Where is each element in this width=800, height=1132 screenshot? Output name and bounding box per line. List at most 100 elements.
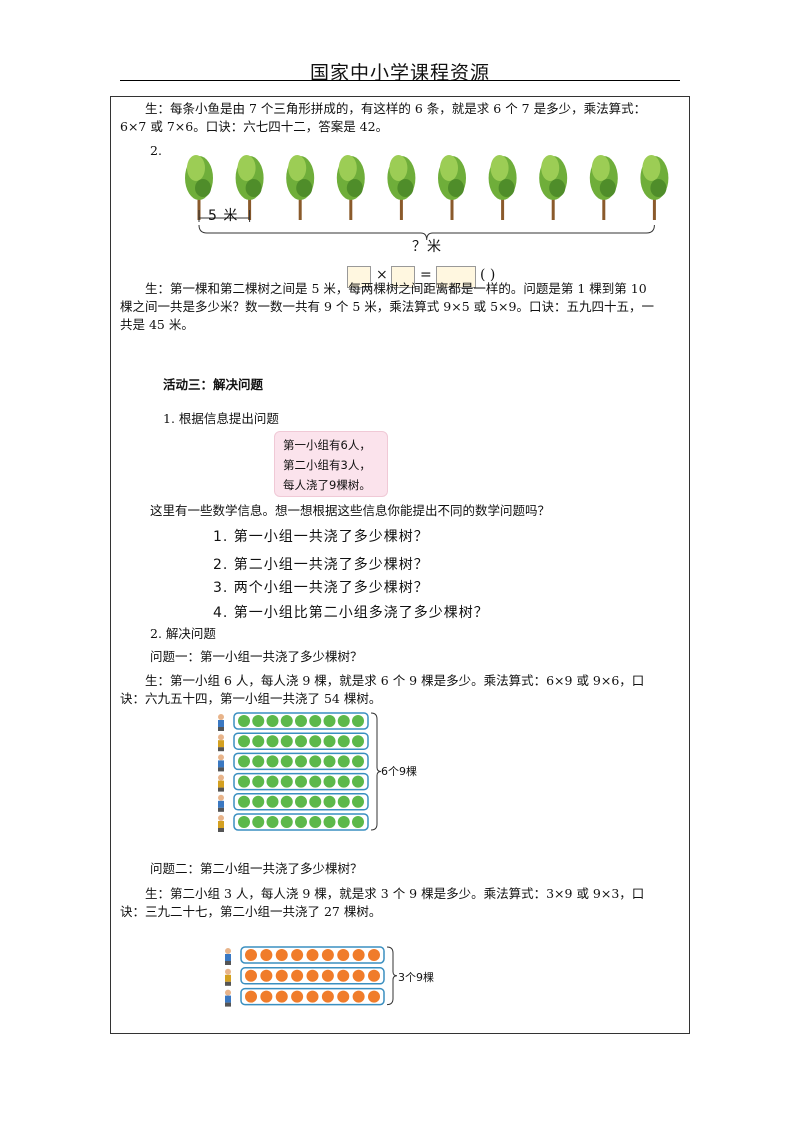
info-card-line: 第二小组有3人， [283, 458, 371, 472]
dot-mark [337, 949, 350, 961]
blank-box-1[interactable] [347, 266, 371, 288]
tree-icon [640, 155, 669, 220]
tree-trunk [349, 190, 353, 220]
blank-box-2[interactable] [391, 266, 415, 288]
kid-icon-legs [218, 828, 224, 832]
dot-mark [266, 735, 279, 748]
tree-foliage-shadow [549, 179, 566, 197]
blank-box-3[interactable] [436, 266, 476, 288]
tree-foliage-highlight [490, 155, 509, 181]
dot-mark [323, 816, 336, 828]
dot-mark [252, 775, 265, 788]
dot-mark [266, 755, 279, 768]
dot-mark [252, 715, 265, 727]
tree-foliage-shadow [346, 179, 363, 197]
tree-trunk [197, 190, 201, 220]
dot-mark [368, 949, 380, 961]
tree-problem-number: 2. [150, 143, 162, 158]
tree-foliage-shadow [448, 179, 464, 197]
dot-mark [323, 715, 336, 727]
dot-mark [252, 755, 265, 768]
q2-title: 问题二：第二小组一共浇了多少棵树？ [150, 861, 363, 876]
dot-mark [352, 969, 365, 982]
dot-mark [295, 755, 307, 768]
info-card-line: 每人浇了9棵树。 [283, 478, 371, 492]
tree-trunk [399, 190, 403, 220]
dot-mark [260, 949, 273, 961]
tree-icon [235, 155, 264, 220]
tree-icon [488, 155, 517, 220]
question-item-3: 3. 两个小组一共浇了多少棵树？ [213, 580, 429, 596]
dot-mark [352, 715, 364, 727]
dot-mark [252, 795, 265, 808]
tree-icon [438, 155, 466, 220]
tree-total-label: ？米 [412, 239, 442, 255]
kid-icon-body [218, 720, 224, 727]
kid-icon-body [218, 780, 224, 788]
dot-mark [245, 969, 257, 982]
tree-foliage-highlight [187, 155, 205, 181]
dot-mark [245, 990, 257, 1003]
dot-mark [309, 795, 322, 808]
kid-icon-head [218, 754, 224, 761]
dot-mark [352, 990, 365, 1003]
dot-mark [337, 775, 350, 788]
dot-mark [323, 755, 336, 768]
dot-mark [266, 775, 279, 788]
dot-mark [309, 755, 322, 768]
kid-icon-legs [225, 961, 231, 965]
dot-mark [280, 735, 293, 748]
kid-icon-body [225, 974, 231, 982]
kid-icon-head [225, 989, 231, 996]
info-card: 第一小组有6人， 第二小组有3人， 每人浇了9棵树。 [274, 431, 388, 497]
tree-trunk [602, 190, 606, 220]
dot-mark [295, 816, 307, 828]
dot-mark [306, 990, 319, 1003]
dot-mark [337, 755, 350, 768]
dot-mark [309, 775, 322, 788]
dot-mark [280, 816, 293, 828]
tree-foliage-shadow [498, 179, 515, 197]
kid-icon-body [225, 995, 231, 1003]
gap-measure-line [198, 210, 251, 222]
dot-mark [368, 969, 380, 982]
dot-mark [352, 755, 364, 768]
tree-diagram [185, 155, 669, 241]
kid-icon-legs [225, 981, 231, 986]
tree-icon [387, 155, 416, 220]
tree-icon [336, 155, 365, 220]
q2-answer-text: 生：第二小组 3 人，每人浇 9 棵，就是求 3 个 9 棵是多少。乘法算式：3… [120, 886, 645, 919]
kid-icon-body [218, 821, 224, 828]
dot-mark [238, 816, 250, 828]
step1-heading: 1. 根据信息提出问题 [163, 411, 279, 426]
dot-mark [306, 949, 319, 961]
tree-icon [589, 155, 618, 220]
group-brace [370, 712, 382, 831]
q1-title: 问题一：第一小组一共浇了多少棵树？ [150, 649, 363, 664]
dot-mark [295, 735, 307, 748]
q1-answer-text: 生：第一小组 6 人，每人浇 9 棵，就是求 6 个 9 棵是多少。乘法算式：6… [120, 673, 645, 706]
step2-heading: 2. 解决问题 [150, 626, 216, 641]
kid-icon-legs [218, 787, 224, 792]
dot-mark [321, 949, 334, 961]
dot-mark [245, 949, 257, 961]
dot-mark [309, 735, 322, 748]
header-divider [120, 80, 680, 81]
dot-mark [260, 969, 273, 982]
tree-foliage-shadow [650, 179, 667, 197]
tree-foliage-highlight [288, 155, 307, 181]
kid-icon-body [218, 800, 224, 808]
tree-foliage-highlight [338, 155, 357, 181]
question-item-4: 4. 第一小组比第二小组多浇了多少棵树？ [213, 605, 489, 621]
dot-mark [323, 775, 336, 788]
dot-mark [309, 715, 322, 727]
dot-mark [252, 816, 265, 828]
tree-icon [539, 155, 568, 220]
tree-trunk [450, 190, 454, 220]
dot-mark [306, 969, 319, 982]
dot-mark [352, 735, 364, 748]
group2-label: 3个9棵 [398, 971, 434, 984]
tree-foliage-highlight [440, 155, 458, 181]
dot-mark [295, 775, 307, 788]
